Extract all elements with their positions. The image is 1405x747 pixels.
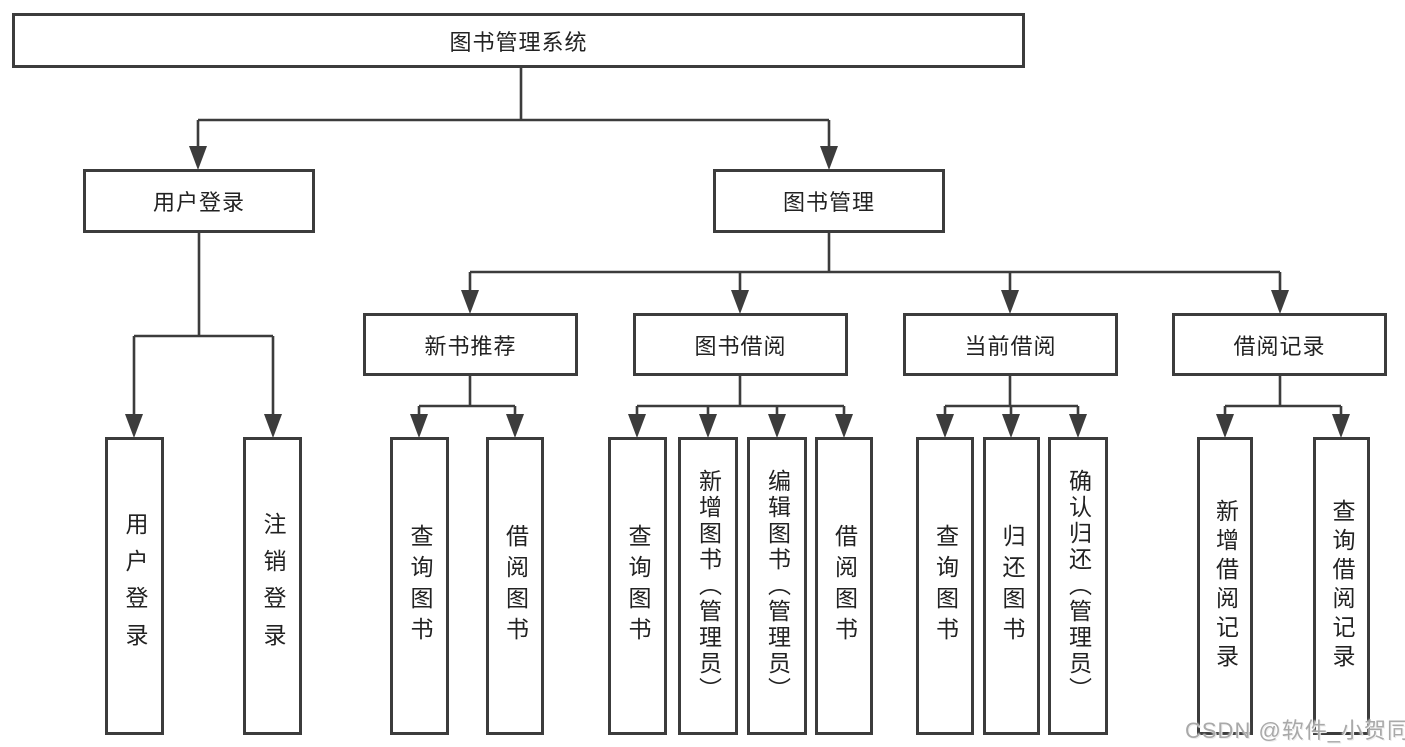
node-user-login: 用户登录	[83, 169, 315, 233]
leaf-user-login: 用户登录	[105, 437, 164, 735]
leaf-current-return-books: 归还图书	[983, 437, 1040, 735]
leaf-borrow-query-books: 查询图书	[608, 437, 667, 735]
node-book-borrowing: 图书借阅	[633, 313, 848, 376]
leaf-records-query-record: 查询借阅记录	[1313, 437, 1370, 735]
leaf-records-add-record: 新增借阅记录	[1197, 437, 1253, 735]
node-new-book-recommend: 新书推荐	[363, 313, 578, 376]
csdn-watermark: CSDN @软件_小贺同学	[1185, 718, 1405, 743]
leaf-current-confirm-return-admin: 确认归还（管理员）	[1048, 437, 1108, 735]
node-current-borrowing: 当前借阅	[903, 313, 1118, 376]
leaf-borrow-borrow-books: 借阅图书	[815, 437, 873, 735]
leaf-logout: 注销登录	[243, 437, 302, 735]
leaf-newbook-query-books: 查询图书	[390, 437, 449, 735]
leaf-newbook-borrow-books: 借阅图书	[486, 437, 544, 735]
leaf-borrow-edit-books-admin: 编辑图书（管理员）	[747, 437, 807, 735]
leaf-borrow-add-books-admin: 新增图书（管理员）	[678, 437, 738, 735]
node-book-management: 图书管理	[713, 169, 945, 233]
leaf-current-query-books: 查询图书	[916, 437, 974, 735]
node-borrowing-records: 借阅记录	[1172, 313, 1387, 376]
node-root: 图书管理系统	[12, 13, 1025, 68]
